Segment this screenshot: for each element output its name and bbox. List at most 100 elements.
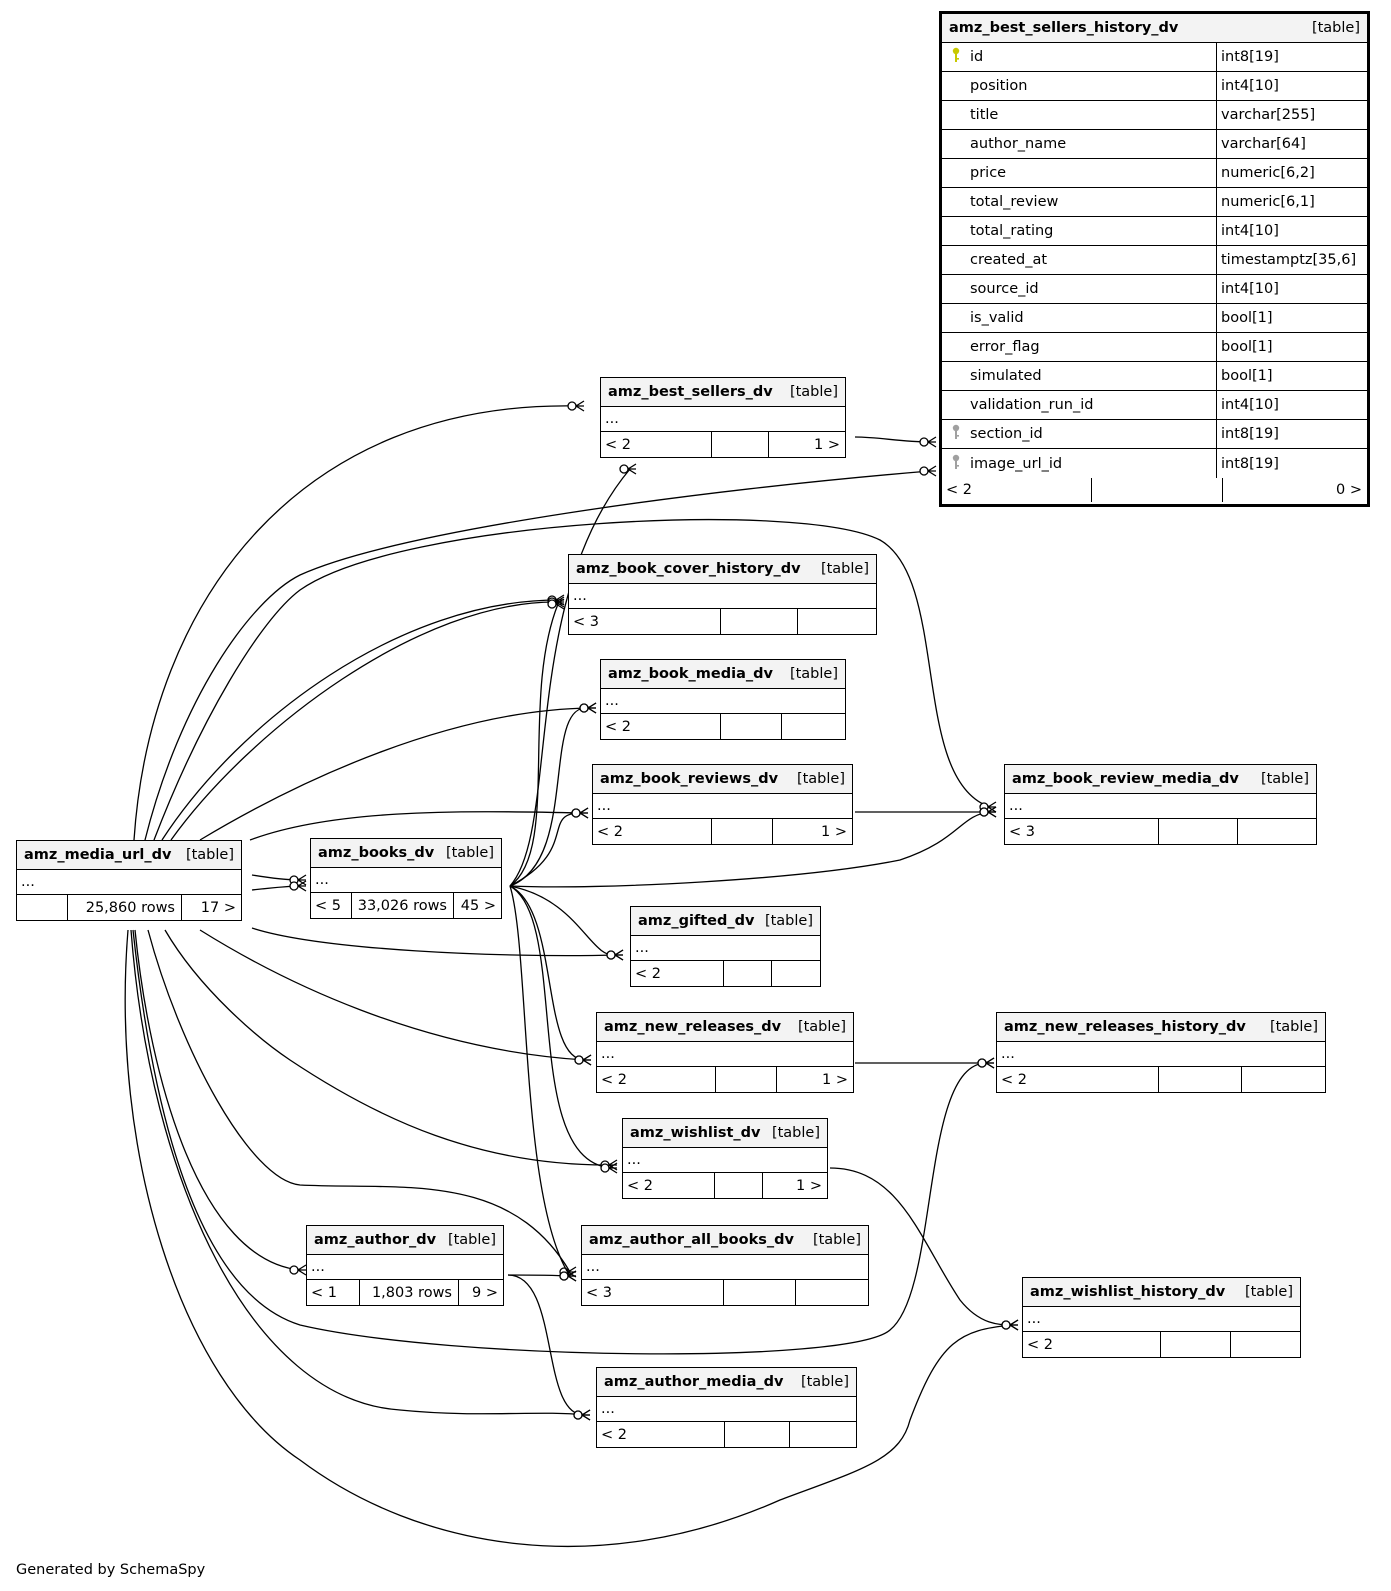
column-name: total_rating [942, 217, 1217, 245]
children-count [1231, 1332, 1300, 1357]
table-columns-collapsed[interactable]: ... [997, 1042, 1325, 1067]
table-amz-wishlist-history-dv[interactable]: amz_wishlist_history_dv[table]...< 2 [1022, 1277, 1301, 1358]
table-columns-collapsed[interactable]: ... [593, 794, 852, 819]
relationship-edge [130, 929, 585, 1416]
table-columns-collapsed[interactable]: ... [1023, 1307, 1300, 1332]
row-count [1161, 1332, 1231, 1357]
column-type: timestamptz[35,6] [1221, 252, 1357, 268]
table-amz-author-media-dv[interactable]: amz_author_media_dv[table]...< 2 [596, 1367, 857, 1448]
table-columns-collapsed[interactable]: ... [601, 407, 845, 432]
table-columns-collapsed[interactable]: ... [597, 1397, 856, 1422]
table-columns-collapsed[interactable]: ... [311, 868, 501, 893]
column-name: validation_run_id [942, 391, 1217, 419]
parents-count: < 5 [311, 893, 352, 918]
table-columns-collapsed[interactable]: ... [1005, 794, 1316, 819]
table-columns-collapsed[interactable]: ... [623, 1148, 827, 1173]
children-count: 9 > [472, 1284, 498, 1301]
relationship-edge [509, 885, 586, 1061]
table-footer: < 2 1 > [601, 432, 845, 457]
table-columns-collapsed[interactable]: ... [582, 1255, 868, 1280]
table-amz-author-all-books-dv[interactable]: amz_author_all_books_dv[table]...< 3 [581, 1225, 869, 1306]
table-type: [table] [1311, 20, 1360, 36]
zero-or-many-marker [919, 466, 929, 476]
table-columns-collapsed[interactable]: ... [569, 584, 876, 609]
table-columns-collapsed[interactable]: ... [601, 689, 845, 714]
relationship-edge [509, 811, 991, 888]
crows-foot-marker [579, 807, 589, 819]
table-name: amz_author_all_books_dv [589, 1232, 794, 1248]
column-name: position [942, 72, 1217, 100]
table-header: amz_author_dv[table] [307, 1226, 503, 1255]
relationship-edge [161, 599, 559, 841]
generated-by-note: Generated by SchemaSpy [16, 1562, 206, 1578]
children-count: 1 > [814, 436, 840, 453]
table-amz-new-releases-history-dv[interactable]: amz_new_releases_history_dv[table]...< 2 [996, 1012, 1326, 1093]
table-name: amz_wishlist_dv [630, 1125, 761, 1141]
table-amz-book-cover-history-dv[interactable]: amz_book_cover_history_dv[table]...< 3 [568, 554, 877, 635]
parents-count: < 2 [601, 432, 712, 457]
relationship-edge [829, 1167, 1013, 1326]
table-columns-collapsed[interactable]: ... [631, 936, 820, 961]
table-type: [table] [1260, 771, 1309, 787]
relationship-edge [133, 405, 579, 841]
table-columns-collapsed[interactable]: ... [597, 1042, 853, 1067]
table-columns-collapsed[interactable]: ... [307, 1255, 503, 1280]
column-name: author_name [942, 130, 1217, 158]
parents-count: < 3 [1005, 819, 1159, 844]
column-name-text: author_name [970, 136, 1067, 152]
table-columns-collapsed[interactable]: ... [17, 870, 241, 895]
table-footer: < 2 [997, 1067, 1325, 1092]
crows-foot-marker [297, 1264, 307, 1276]
row-count [724, 961, 772, 986]
table-footer: < 2 [631, 961, 820, 986]
zero-or-many-marker [579, 703, 589, 713]
table-name: amz_book_reviews_dv [600, 771, 779, 787]
table-type: [table] [1244, 1284, 1293, 1300]
column-type: int8[19] [1221, 455, 1279, 472]
parents-count: < 2 [623, 1173, 715, 1198]
table-header: amz_best_sellers_history_dv [table] [942, 14, 1367, 43]
relationship-edge [509, 812, 583, 887]
column-name: total_review [942, 188, 1217, 216]
column-name: section_id [942, 420, 1217, 448]
parents-count: < 2 [597, 1422, 725, 1447]
column-name: image_url_id [942, 449, 1217, 478]
table-name: amz_author_dv [314, 1232, 437, 1248]
crows-foot-marker [587, 702, 597, 714]
row-count [712, 819, 773, 844]
table-amz-book-review-media-dv[interactable]: amz_book_review_media_dv [table]...< 3 [1004, 764, 1317, 845]
column-name-text: is_valid [970, 310, 1024, 326]
column-name-text: price [970, 165, 1007, 181]
table-name: amz_book_review_media_dv [1012, 771, 1239, 787]
table-amz-book-media-dv[interactable]: amz_book_media_dv[table]...< 2 [600, 659, 846, 740]
column-name: id [942, 43, 1217, 71]
row-count [715, 1173, 763, 1198]
table-amz-gifted-dv[interactable]: amz_gifted_dv[table]...< 2 [630, 906, 821, 987]
